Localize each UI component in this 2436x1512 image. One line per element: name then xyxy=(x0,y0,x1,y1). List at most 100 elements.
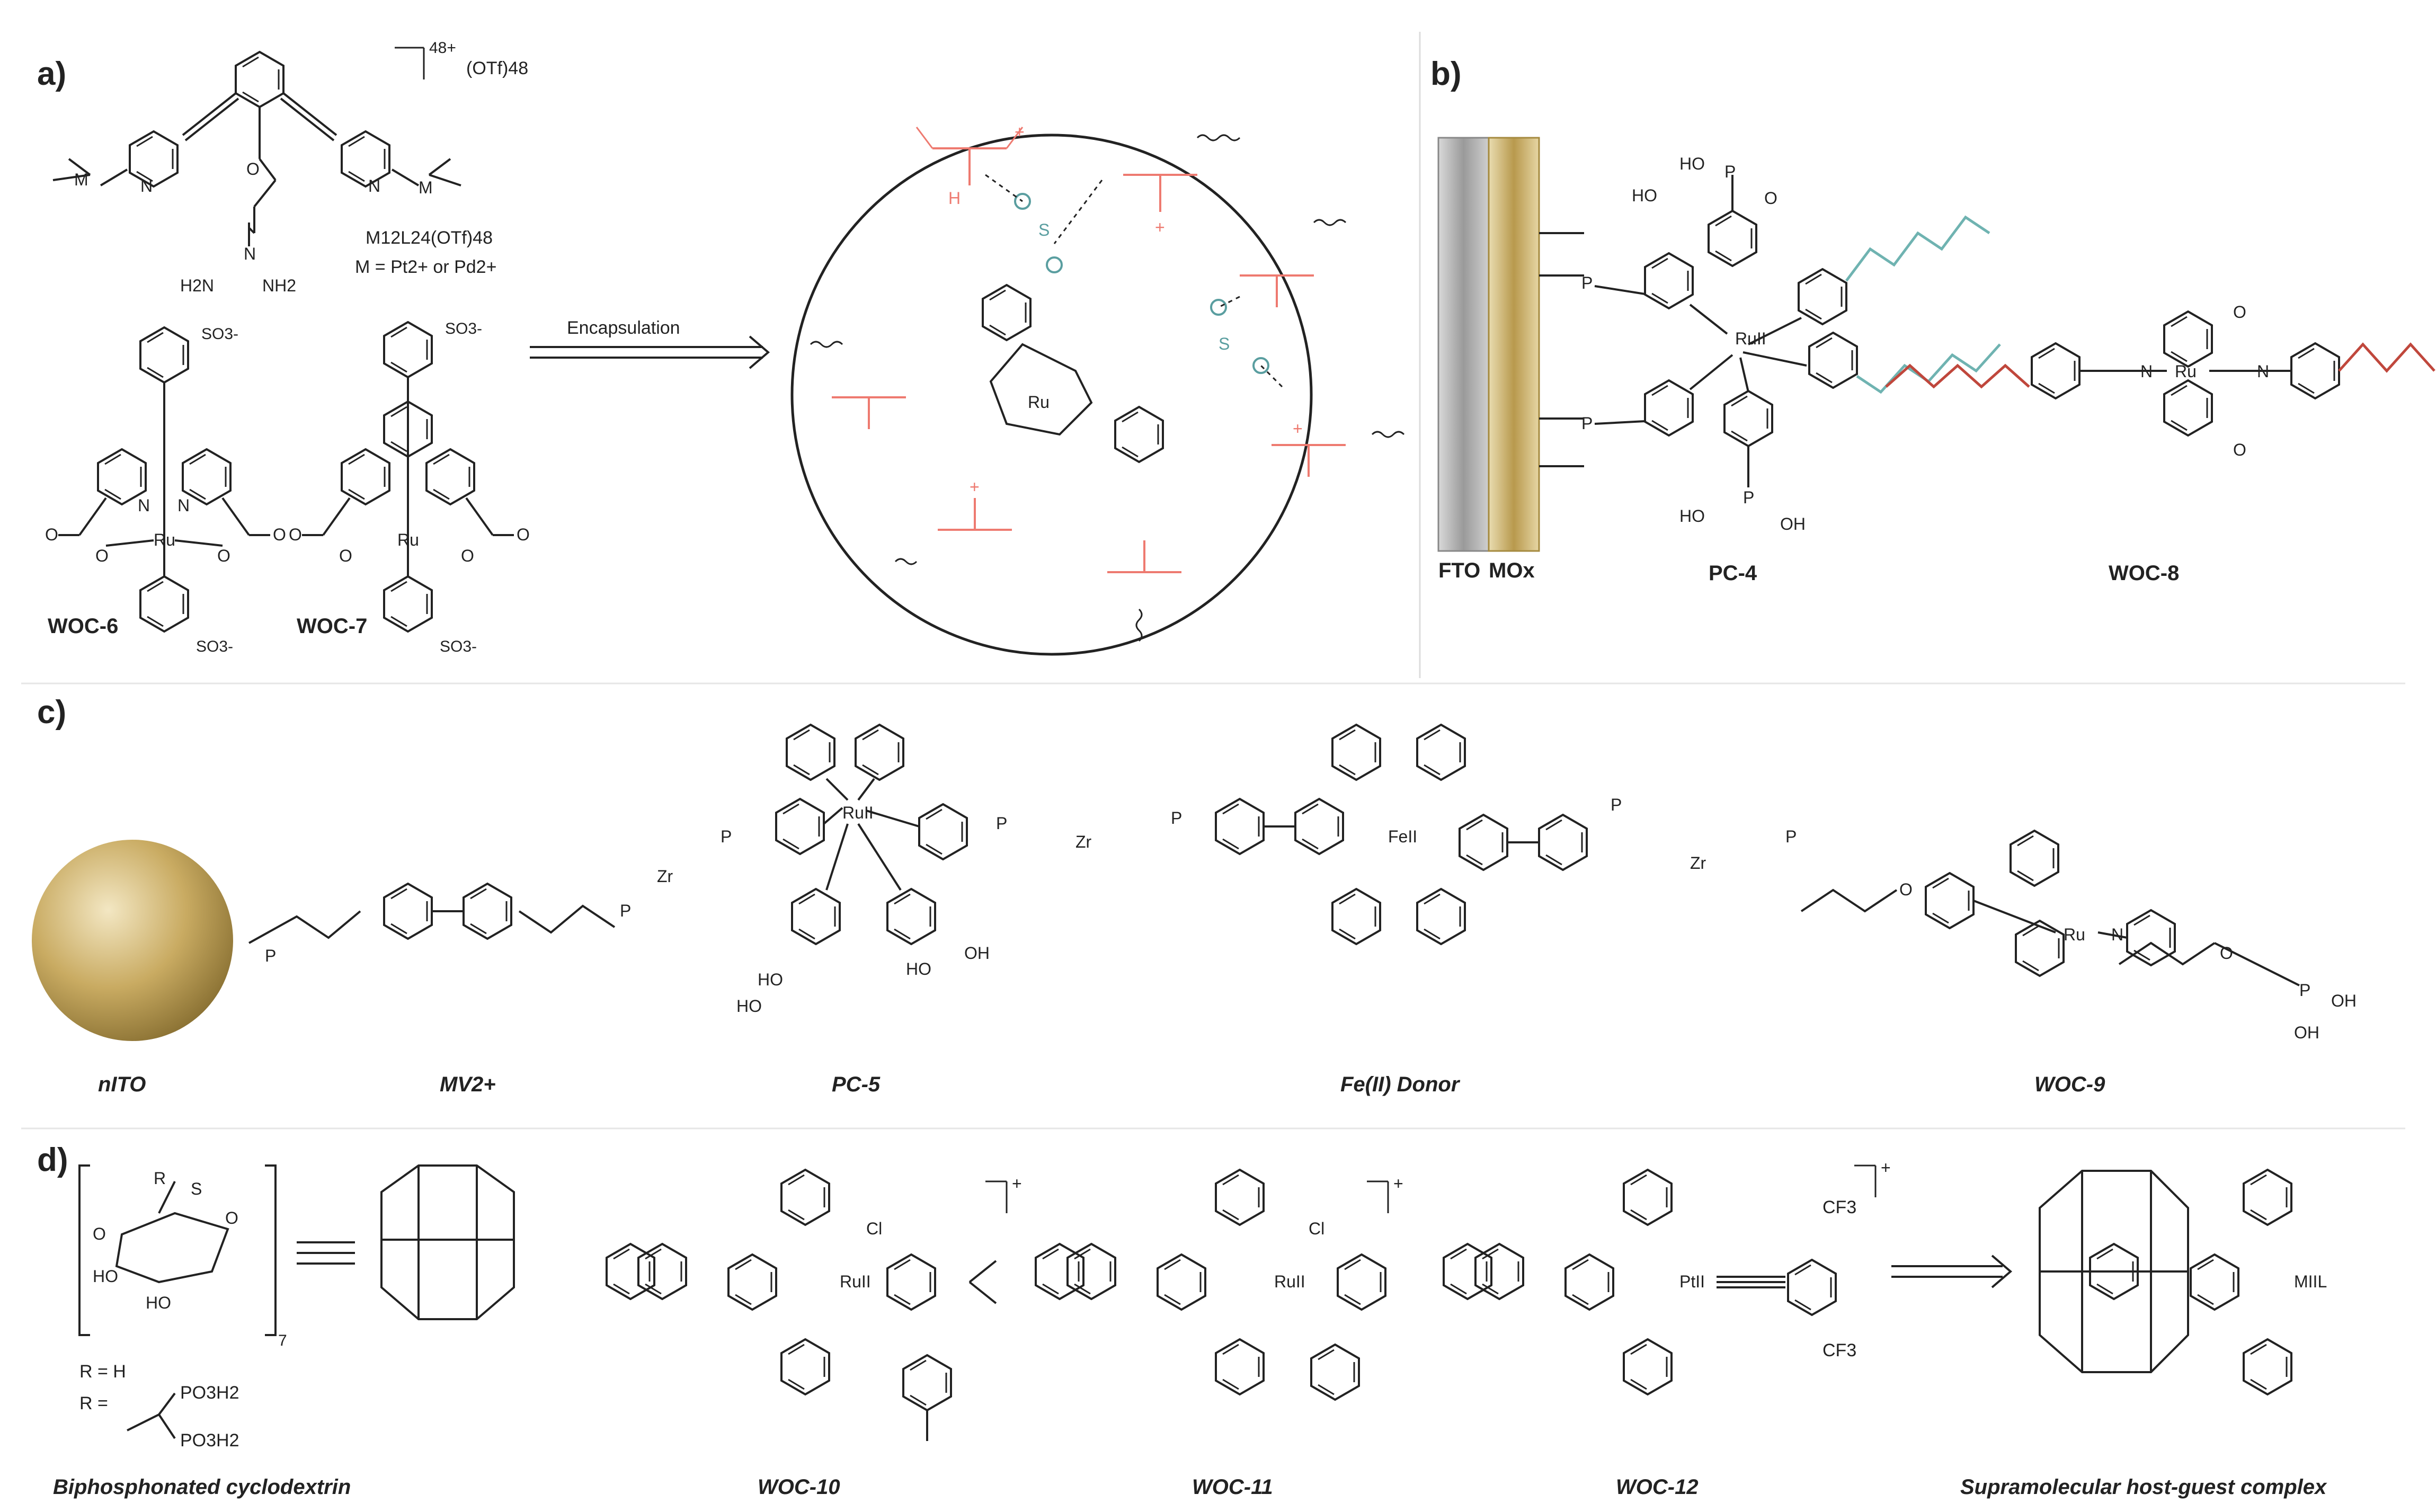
encapsulation-label: Encapsulation xyxy=(567,318,680,338)
atom-o: O xyxy=(2233,303,2246,322)
atom-n: N xyxy=(244,244,256,263)
atom-h2n: H2N xyxy=(180,276,214,295)
group-so3: SO3- xyxy=(445,320,482,337)
charge-plus: + xyxy=(970,477,980,496)
atom-ru: Ru xyxy=(2175,362,2197,381)
woc12-name: WOC-12 xyxy=(1616,1475,1699,1499)
atom-r: R xyxy=(154,1169,166,1188)
ligand-structure: O N H2N NH2 N N M M xyxy=(52,51,461,295)
panel-a-label: a) xyxy=(37,56,66,92)
woc10-structure: RuII Cl xyxy=(606,1169,997,1441)
atom-n: N xyxy=(138,496,150,515)
host-guest-arrow xyxy=(1891,1255,2013,1288)
charge-plus: + xyxy=(1293,419,1303,438)
atom-ho: HO xyxy=(146,1293,171,1312)
mox-layer xyxy=(1488,137,1540,552)
panel-b: b) FTO MOx RuII P P xyxy=(1430,56,2435,585)
atom-m: M xyxy=(419,178,433,197)
atom-m: M xyxy=(74,170,88,189)
metal-definition: M = Pt2+ or Pd2+ xyxy=(355,257,496,277)
atom-p: P xyxy=(1743,488,1754,507)
woc11-structure: RuII Cl xyxy=(1035,1169,1386,1401)
panel-d: d) S R O HO HO O 7 R = H R = PO3H xyxy=(37,1142,2327,1499)
atom-ru: Ru xyxy=(1028,393,1050,412)
atom-cl: Cl xyxy=(866,1219,882,1238)
atom-p: P xyxy=(2299,981,2310,1000)
atom-zr: Zr xyxy=(1690,853,1706,873)
group-cf3: CF3 xyxy=(1822,1340,1856,1360)
charge-plus: + xyxy=(1155,218,1165,237)
cyclodextrin-name: Biphosphonated cyclodextrin xyxy=(53,1475,351,1499)
woc9-name: WOC-9 xyxy=(2034,1073,2105,1096)
atom-ru: RuII xyxy=(842,803,874,822)
r-definition-1: R = H xyxy=(79,1362,126,1382)
atom-h: H xyxy=(948,189,961,208)
po3h2-bottom: PO3H2 xyxy=(180,1430,239,1451)
fto-layer xyxy=(1437,137,1490,552)
pc5-name: PC-5 xyxy=(832,1073,881,1096)
atom-ho: HO xyxy=(1679,506,1705,526)
atom-ho: HO xyxy=(1632,186,1657,205)
charge-plus: + xyxy=(1881,1158,1891,1177)
atom-p: P xyxy=(1581,414,1593,433)
atom-pt: PtII xyxy=(1679,1272,1705,1291)
atom-n: N xyxy=(2257,362,2269,381)
atom-zr: Zr xyxy=(1075,832,1092,851)
equals-sign xyxy=(297,1241,355,1265)
atom-ru: Ru xyxy=(397,530,419,549)
atom-n: N xyxy=(177,496,190,515)
atom-o: O xyxy=(339,546,352,565)
atom-oh: OH xyxy=(1780,514,1806,533)
r-definition-2: R = xyxy=(79,1393,108,1413)
panel-d-label: d) xyxy=(37,1142,68,1178)
atom-o: O xyxy=(246,159,260,179)
atom-o: O xyxy=(95,546,109,565)
woc6-structure: Ru N N O O O O SO3- SO3- xyxy=(45,325,286,655)
atom-ru: RuII xyxy=(1274,1272,1305,1291)
atom-o: O xyxy=(517,525,530,544)
fe-donor-name: Fe(II) Donor xyxy=(1340,1073,1461,1096)
woc8-name: WOC-8 xyxy=(2109,562,2179,585)
guanidinium-groups: H+ + + + xyxy=(832,122,1346,573)
charge: 48+ xyxy=(429,39,456,57)
atom-s: S xyxy=(1219,334,1230,353)
atom-n: N xyxy=(140,176,153,195)
atom-p: P xyxy=(996,814,1007,833)
atom-o: O xyxy=(1764,189,1777,208)
nito-name: nITO xyxy=(98,1073,146,1096)
atom-zr: Zr xyxy=(657,867,673,886)
atom-o: O xyxy=(2233,440,2246,459)
atom-n: N xyxy=(368,176,380,195)
woc12-structure: PtII CF3 CF3 xyxy=(1443,1169,1856,1395)
atom-p: P xyxy=(1171,808,1182,828)
atom-o: O xyxy=(461,546,474,565)
counterion: (OTf)48 xyxy=(466,58,528,78)
host-guest-structure: MIIL xyxy=(2039,1169,2327,1395)
atom-n: N xyxy=(2140,362,2153,381)
atom-o: O xyxy=(1899,880,1913,899)
po3h2-top: PO3H2 xyxy=(180,1383,239,1403)
atom-o: O xyxy=(45,525,58,544)
atom-ru: Ru xyxy=(2064,925,2085,944)
nito-sphere xyxy=(32,840,233,1041)
atom-p: P xyxy=(265,946,276,965)
atom-ru: Ru xyxy=(154,530,175,549)
atom-p: P xyxy=(1611,795,1622,814)
atom-ho: HO xyxy=(736,997,762,1016)
cyclodextrin-cartoon xyxy=(380,1164,515,1320)
atom-ml: MIIL xyxy=(2294,1272,2327,1291)
atom-oh: OH xyxy=(2294,1023,2319,1042)
host-guest-name: Supramolecular host-guest complex xyxy=(1960,1475,2327,1499)
woc11-name: WOC-11 xyxy=(1192,1475,1273,1499)
atom-o: O xyxy=(273,525,286,544)
panel-b-label: b) xyxy=(1430,56,1462,92)
atom-s: S xyxy=(1038,220,1050,239)
atom-nh2: NH2 xyxy=(262,276,296,295)
woc8-structure: N Ru N O O xyxy=(1885,303,2435,459)
group-so3: SO3- xyxy=(440,638,477,655)
encapsulation-arrow xyxy=(530,335,770,369)
repeat-subscript: 7 xyxy=(278,1332,287,1349)
atom-p: P xyxy=(1581,273,1593,292)
atom-n: N xyxy=(2111,925,2123,944)
group-cf3: CF3 xyxy=(1822,1197,1856,1217)
